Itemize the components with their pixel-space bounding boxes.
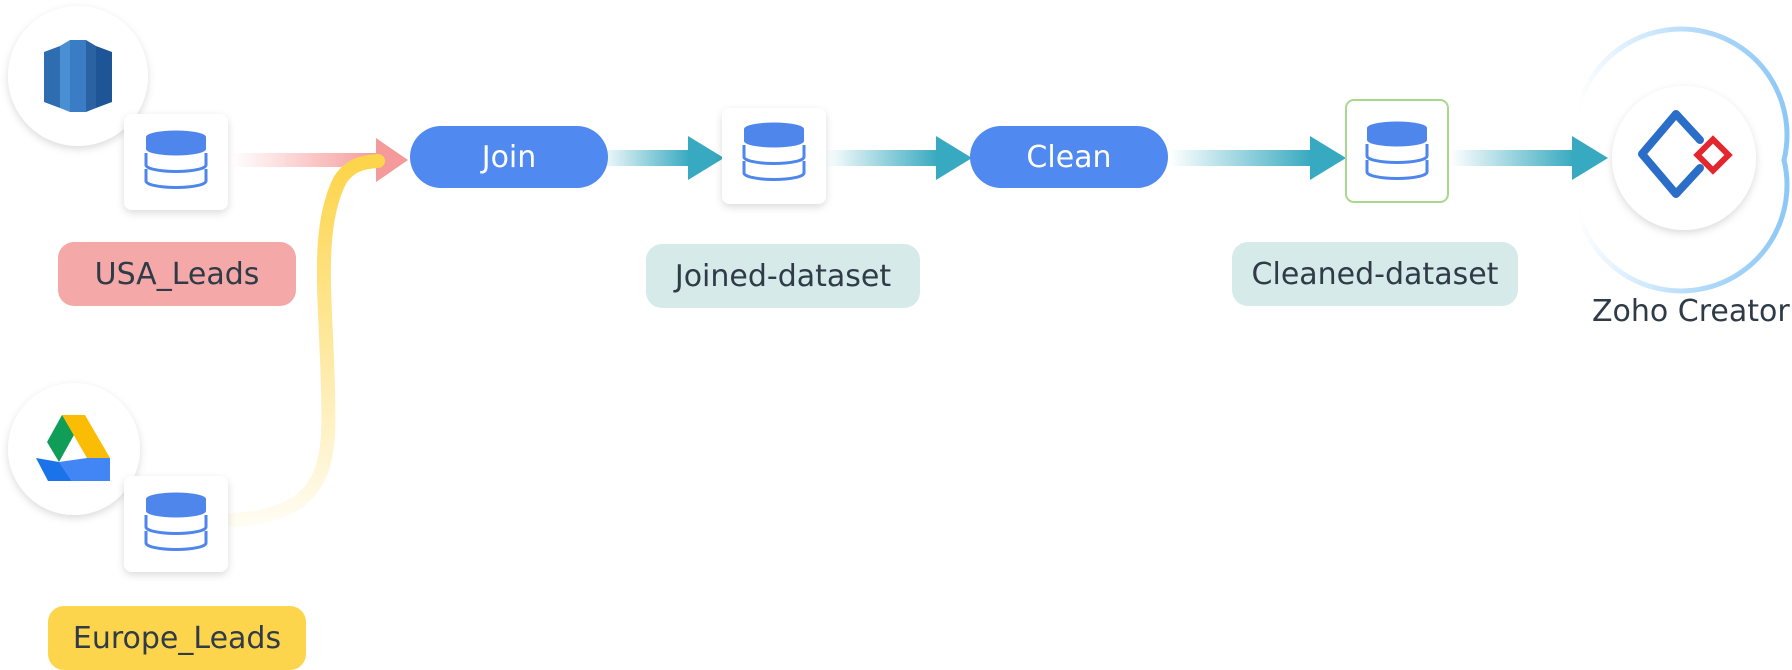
join-label: Join [481, 139, 537, 175]
flow-join-to-joined [598, 136, 724, 180]
joined-dataset-label: Joined-dataset [674, 258, 892, 294]
flow-cleaned-to-creator [1450, 136, 1608, 180]
joined-dataset-tag: Joined-dataset [646, 244, 920, 308]
clean-label: Clean [1026, 139, 1112, 175]
destination-label: Zoho Creator [1592, 294, 1790, 329]
cleaned-dataset-tag: Cleaned-dataset [1232, 242, 1518, 306]
source-2-badge [8, 383, 140, 515]
redshift-icon [44, 40, 112, 112]
europe-leads-label: Europe_Leads [72, 620, 282, 656]
flow-usa-to-join [232, 138, 408, 182]
usa-leads-tag: USA_Leads [58, 242, 296, 306]
flow-joined-to-clean [826, 136, 972, 180]
flow-europe-to-join [225, 154, 385, 527]
cleaned-dataset-label: Cleaned-dataset [1251, 256, 1499, 292]
cleaned-dataset-box[interactable] [1345, 99, 1449, 203]
usa-leads-label: USA_Leads [94, 256, 260, 292]
destination-ring [1575, 26, 1790, 294]
joined-dataset-box[interactable] [722, 108, 826, 204]
destination-badge [1612, 86, 1756, 230]
europe-dataset-box[interactable] [124, 476, 228, 572]
google-drive-icon [36, 415, 110, 481]
join-button[interactable]: Join [410, 126, 608, 188]
clean-button[interactable]: Clean [970, 126, 1168, 188]
europe-leads-tag: Europe_Leads [48, 606, 306, 670]
zoho-creator-icon [1638, 110, 1733, 198]
usa-dataset-box[interactable] [124, 114, 228, 210]
flow-clean-to-cleaned [1170, 136, 1346, 180]
